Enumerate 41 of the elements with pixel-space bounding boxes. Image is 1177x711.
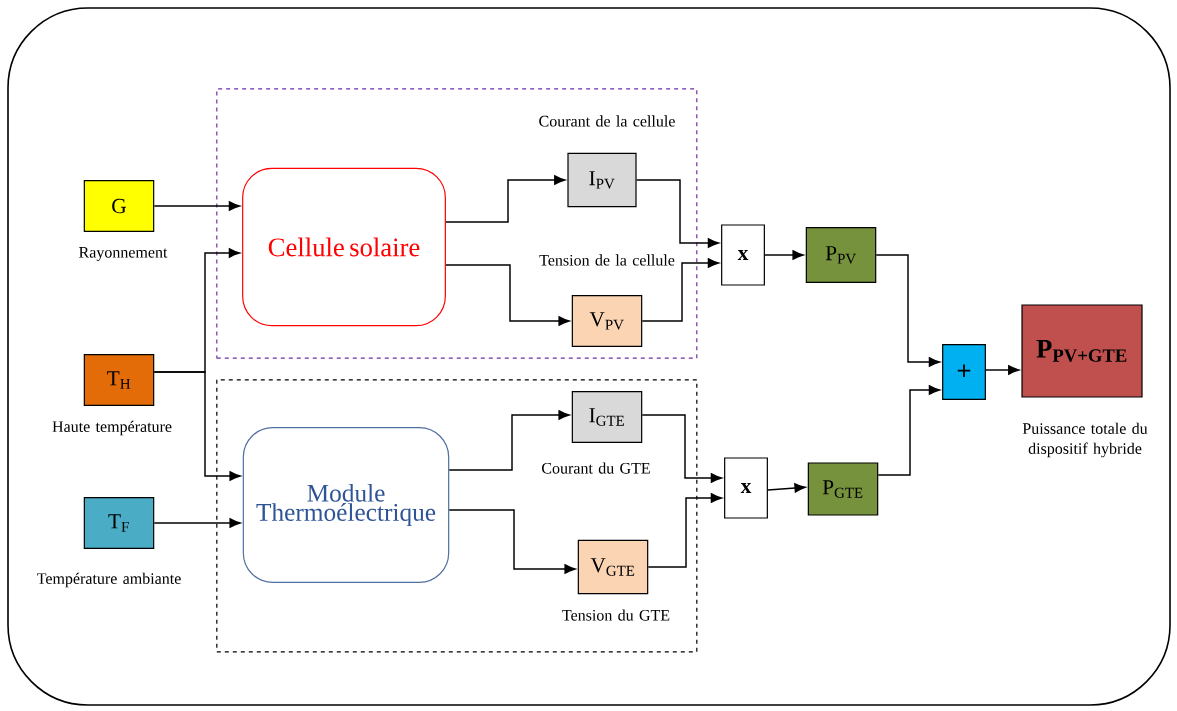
- arrow: [448, 509, 576, 574]
- arrow: [764, 250, 804, 260]
- process-box: Cellule solaire: [242, 167, 446, 327]
- output-box: V$_{GTE}$: [577, 539, 649, 595]
- arrow: [985, 365, 1020, 375]
- dashed-group-box: [216, 379, 698, 653]
- caption-text: Courant du GTE: [542, 462, 650, 474]
- arrow: [635, 179, 719, 248]
- arrow: [641, 258, 719, 322]
- arrow: [767, 483, 806, 493]
- caption-text: Courant de la cellule: [539, 115, 675, 127]
- dashed-group-box: [216, 88, 698, 359]
- arrow: [153, 201, 240, 211]
- caption-text: Puissance totale du dispositif hybride: [1022, 422, 1148, 458]
- arrow: [647, 493, 722, 568]
- power-box: P$_{GTE}$: [807, 462, 879, 516]
- multiplier-box: x: [721, 224, 765, 286]
- output-box: I$_{GTE}$: [571, 391, 643, 443]
- sum-box: +: [942, 344, 986, 400]
- arrow: [445, 175, 566, 223]
- process-box: Module Thermoélectrique: [242, 427, 450, 583]
- caption-text: Tension de la cellule: [539, 254, 675, 266]
- caption-text: Température ambiante: [37, 572, 181, 588]
- result-box: P$_{PV+GTE}$: [1021, 304, 1143, 398]
- multiplier-box: x: [724, 457, 768, 519]
- power-box: P$_{PV}$: [805, 227, 877, 283]
- arrow: [445, 264, 570, 326]
- input-box: G: [83, 180, 155, 232]
- caption-text: Haute température: [52, 420, 172, 436]
- caption-text: Rayonnement: [79, 247, 168, 261]
- arrow: [153, 371, 241, 481]
- arrow: [877, 385, 940, 476]
- caption-text: Tension du GTE: [562, 609, 670, 621]
- arrow: [641, 414, 722, 483]
- output-box: V$_{PV}$: [571, 295, 643, 347]
- arrow: [875, 254, 940, 367]
- arrow: [448, 410, 570, 471]
- output-box: I$_{PV}$: [567, 152, 637, 208]
- input-box: T$_{H}$: [83, 354, 155, 406]
- arrow: [153, 518, 241, 528]
- input-box: T$_{F}$: [83, 497, 155, 549]
